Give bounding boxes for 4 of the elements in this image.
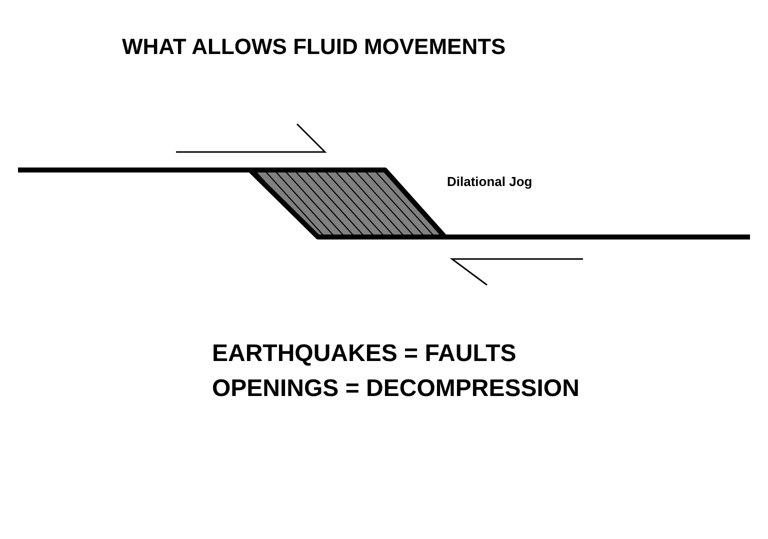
equation-text: OPENINGS = DECOMPRESSION (212, 375, 580, 403)
equation-text: EARTHQUAKES = FAULTS (212, 340, 516, 368)
feature-label: Dilational Jog (447, 174, 532, 189)
title: WHAT ALLOWS FLUID MOVEMENTS (122, 34, 506, 60)
